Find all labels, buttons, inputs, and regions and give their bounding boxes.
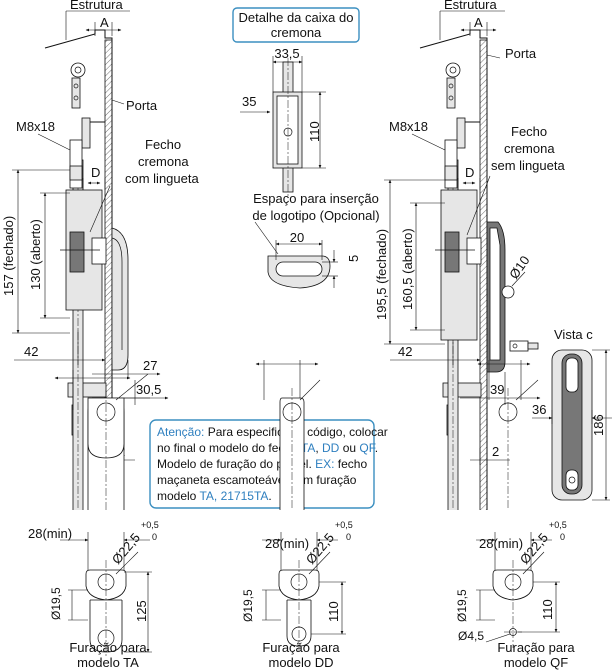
qf-slot: Ø19,5 <box>455 589 469 622</box>
ta-tol: +0,5 <box>141 520 159 530</box>
dd-tol: +0,5 <box>335 520 353 530</box>
note-line-2: no final o modelo do fecho TA, DD ou QF. <box>157 441 378 455</box>
label-d-left: D <box>91 165 100 180</box>
dd-min: 28(min) <box>265 536 309 551</box>
label-fecho-right-2: cremona <box>504 141 555 156</box>
label-d-right: D <box>465 165 474 180</box>
cutout-dd-clean <box>262 532 346 652</box>
dim-39-right: 39 <box>490 382 504 397</box>
caixa-title-2: cremona <box>271 25 322 40</box>
ta-cap-1: Furação para <box>69 640 147 655</box>
qf-tol0: 0 <box>560 532 565 542</box>
bolt-leader-left <box>37 133 71 151</box>
qf-height: 110 <box>540 599 555 620</box>
note-line-4: maçaneta escamoteável com furação <box>157 473 357 487</box>
dd-cap-2: modelo DD <box>268 655 333 670</box>
label-porta-left: Porta <box>126 98 158 113</box>
cutout-qf-clean <box>476 532 560 648</box>
qf-cap-1: Furação para <box>497 640 575 655</box>
hinge-top-right <box>445 62 480 149</box>
dim-42-left: 42 <box>24 344 38 359</box>
key-icon <box>509 340 539 352</box>
label-fecho-right-3: sem lingueta <box>491 158 565 173</box>
dim-42-right: 42 <box>398 344 412 359</box>
dd-height: 110 <box>326 601 341 622</box>
handle-left <box>111 227 129 371</box>
logo-drawing <box>254 221 338 289</box>
label-fecho-left-2: cremona <box>138 154 189 169</box>
ta-height: 125 <box>134 600 149 622</box>
dd-cap-1: Furação para <box>262 640 340 655</box>
dim-30-5-left: 30,5 <box>136 382 161 397</box>
dd-slot: Ø19,5 <box>241 589 255 622</box>
dim-2-right: 2 <box>492 444 499 459</box>
caixa-title-box <box>232 7 360 43</box>
ta-cap-2: modelo TA <box>77 655 139 670</box>
pivot-right <box>501 285 515 299</box>
label-fecho-left-3: com lingueta <box>125 171 199 186</box>
qf-min: 28(min) <box>479 536 523 551</box>
caixa-dim-height: 110 <box>307 121 322 142</box>
label-bolt-right: M8x18 <box>389 119 428 134</box>
hinge-top-left <box>70 62 105 149</box>
label-bolt-left: M8x18 <box>16 119 55 134</box>
note-line-5: modelo TA, 21715TA. <box>157 489 272 503</box>
dim-fechado-left: 157 (fechado) <box>1 216 16 296</box>
qf-tol: +0,5 <box>549 520 567 530</box>
label-estrutura-left: Estrutura <box>70 0 124 12</box>
note-box <box>149 419 375 509</box>
label-a-left: A <box>100 15 109 30</box>
vista-dim-height: 186 <box>591 414 606 436</box>
qf-cap-2: modelo QF <box>504 655 568 670</box>
caixa-title-1: Detalhe da caixa do <box>239 10 354 25</box>
caixa-dim-offset: 35 <box>242 94 256 109</box>
caixa-dim-width: 33,5 <box>274 46 299 61</box>
note-line-3: Modelo de furação do painel. EX: fecho <box>157 457 367 471</box>
label-porta-right: Porta <box>505 46 537 61</box>
label-a-right: A <box>474 15 483 30</box>
label-fecho-right-1: Fecho <box>511 124 547 139</box>
dd-tol0: 0 <box>346 532 351 542</box>
porta-leader <box>111 99 125 105</box>
logo-dim-width: 20 <box>290 230 304 245</box>
label-estrutura-right: Estrutura <box>444 0 498 12</box>
ta-min: 28(min) <box>28 526 72 541</box>
caixa-drawing <box>240 56 326 196</box>
dim-fechado-right: 195,5 (fechado) <box>374 229 389 320</box>
logo-line-1: Espaço para inserção <box>253 191 379 206</box>
dim-aberto-right: 160,5 (aberto) <box>400 228 415 310</box>
dim-27-left: 27 <box>143 358 157 373</box>
vista-title: Vista c <box>554 327 593 342</box>
qf-hole: Ø4,5 <box>458 629 484 643</box>
vista-dim-width: 36 <box>532 402 546 417</box>
dim-aberto-left: 130 (aberto) <box>28 219 43 290</box>
cutout-ta-clean <box>60 532 152 656</box>
label-fecho-left-1: Fecho <box>145 137 181 152</box>
logo-dim-height: 5 <box>346 255 361 262</box>
ta-slot: Ø19,5 <box>49 587 63 620</box>
logo-line-2: de logotipo (Opcional) <box>252 208 379 223</box>
vista-c-drawing <box>532 349 612 501</box>
ta-tol0: 0 <box>152 532 157 542</box>
